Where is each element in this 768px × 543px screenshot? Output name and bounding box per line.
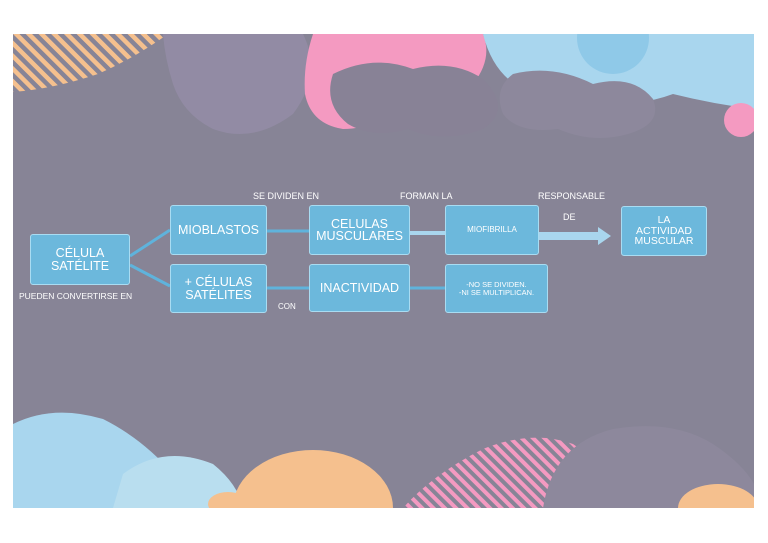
label-responsable: RESPONSABLE [538, 191, 606, 201]
decorative-background [13, 34, 754, 508]
node-inactividad: INACTIVIDAD [309, 264, 410, 312]
label-con: CON [278, 302, 296, 311]
node-mioblastos: MIOBLASTOS [170, 205, 267, 255]
node-mas-celulas-satelites: + CÉLULAS SATÉLITES [170, 264, 267, 313]
label-pueden-convertirse: PUEDEN CONVERTIRSE EN [19, 291, 133, 301]
node-no-se-dividen: -NO SE DIVIDEN. -NI SE MULTIPLICAN. [445, 264, 548, 313]
label-forman-la: FORMAN LA [400, 191, 453, 201]
label-se-dividen: SE DIVIDEN EN [253, 191, 320, 201]
label-de: DE [563, 212, 576, 222]
node-celula-satelite: CÉLULA SATÉLITE [30, 234, 130, 285]
slide: CÉLULA SATÉLITE MIOBLASTOS CELULAS MUSCU… [13, 34, 754, 508]
connectors [129, 227, 611, 290]
connector-satelite-celulas-satelites [129, 263, 171, 288]
node-miofibrilla: MIOFIBRILLA [445, 205, 539, 255]
node-actividad-muscular: LA ACTIVIDAD MUSCULAR [621, 206, 707, 256]
bottom-blobs [13, 412, 754, 508]
connector-satelite-mioblastos [129, 228, 171, 258]
arrow-miofibrilla-actividad [539, 227, 611, 245]
node-celulas-musculares: CELULAS MUSCULARES [309, 205, 410, 255]
top-blobs [13, 34, 754, 138]
